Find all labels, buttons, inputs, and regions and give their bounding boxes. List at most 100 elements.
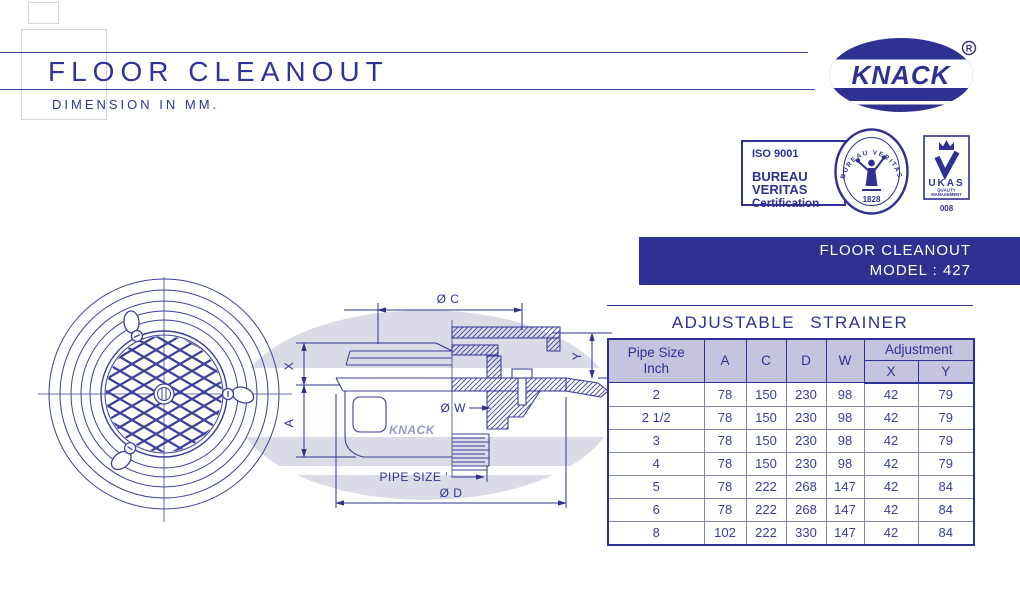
- cell-d: 230: [785, 382, 827, 407]
- dimension-lines: [296, 303, 614, 508]
- cell-c: 222: [745, 520, 787, 545]
- top-view-drawing: [38, 277, 292, 522]
- table-row: 3 78 150 230 98 42 79: [607, 428, 975, 453]
- cell-d: 268: [785, 474, 827, 499]
- seal-year: 1828: [863, 195, 881, 204]
- cell-pipe-size: 5: [607, 474, 705, 499]
- cell-w: 98: [825, 405, 865, 430]
- cell-y: 79: [917, 382, 975, 407]
- deco-square-large: [21, 29, 107, 120]
- clamp-bottom-left: [104, 436, 142, 478]
- cell-a: 78: [703, 382, 747, 407]
- product-banner: FLOOR CLEANOUT MODEL : 427: [639, 237, 1020, 285]
- cell-w: 147: [825, 520, 865, 545]
- pipe-size-label: PIPE SIZE ': [380, 470, 448, 484]
- cell-x: 42: [863, 382, 919, 407]
- cell-pipe-size: 6: [607, 497, 705, 522]
- dimension-labels: Ø C Y Ø W PIPE SIZE ' Ø D X A: [282, 292, 584, 500]
- cell-y: 79: [917, 405, 975, 430]
- bureau-veritas-label: BUREAU VERITAS: [752, 168, 808, 198]
- cell-c: 222: [745, 497, 787, 522]
- cell-y: 84: [917, 497, 975, 522]
- dim-d-label: Ø D: [440, 486, 463, 500]
- col-header-adjustment: Adjustment: [863, 338, 975, 362]
- cell-y: 79: [917, 451, 975, 476]
- cell-c: 222: [745, 474, 787, 499]
- cell-d: 330: [785, 520, 827, 545]
- cell-d: 268: [785, 497, 827, 522]
- cell-c: 150: [745, 451, 787, 476]
- cell-c: 150: [745, 405, 787, 430]
- clamp-right: [221, 383, 257, 407]
- iso-certification-box: ISO 9001 BUREAU VERITAS Certification: [741, 140, 846, 210]
- col-header-c: C: [745, 338, 787, 383]
- page-title: FLOOR CLEANOUT: [48, 56, 389, 87]
- strainer-mesh: [106, 336, 222, 452]
- table-row: 5 78 222 268 147 42 84: [607, 474, 975, 499]
- cell-a: 78: [703, 405, 747, 430]
- cell-x: 42: [863, 451, 919, 476]
- deco-square-small: [28, 2, 59, 24]
- col-header-a: A: [703, 338, 747, 383]
- dim-c-label: Ø C: [437, 292, 460, 306]
- cell-y: 84: [917, 520, 975, 545]
- clamp-top-left: [115, 305, 151, 346]
- col-header-x: X: [863, 360, 919, 384]
- cell-x: 42: [863, 474, 919, 499]
- cell-w: 98: [825, 382, 865, 407]
- knack-logo-text: KNACK: [852, 60, 952, 90]
- registered-mark: R: [966, 44, 973, 54]
- cell-w: 98: [825, 428, 865, 453]
- table-row: 6 78 222 268 147 42 84: [607, 497, 975, 522]
- cell-y: 79: [917, 428, 975, 453]
- cell-pipe-size: 4: [607, 451, 705, 476]
- cell-pipe-size: 8: [607, 520, 705, 545]
- cell-w: 147: [825, 474, 865, 499]
- bureau-veritas-seal: BUREAU VERITAS 1828: [834, 128, 909, 215]
- table-top-rule: [607, 305, 973, 306]
- cell-w: 147: [825, 497, 865, 522]
- header-rule-top: [0, 52, 808, 53]
- dim-x-label: X: [282, 362, 296, 371]
- ukas-label: UKAS: [928, 178, 964, 189]
- table-row: 2 1/2 78 150 230 98 42 79: [607, 405, 975, 430]
- cell-a: 102: [703, 520, 747, 545]
- crown-icon: [939, 140, 954, 150]
- dim-a-label: A: [282, 419, 296, 428]
- cell-a: 78: [703, 474, 747, 499]
- strainer-spec-table: Pipe Size Inch A C D W Adjustment X Y 2: [607, 338, 976, 546]
- ukas-quality-label: QUALITY: [937, 188, 956, 193]
- table-row: 8 102 222 330 147 42 84: [607, 520, 975, 545]
- knack-watermark: KNACK: [235, 310, 615, 500]
- iso-9001-label: ISO 9001: [752, 148, 799, 160]
- cell-w: 98: [825, 451, 865, 476]
- cell-pipe-size: 3: [607, 428, 705, 453]
- watermark-text: KNACK: [389, 423, 436, 437]
- cell-c: 150: [745, 428, 787, 453]
- check-icon: [934, 150, 960, 181]
- cell-d: 230: [785, 405, 827, 430]
- ukas-management-label: MANAGEMENT: [931, 192, 962, 197]
- section-view-drawing: [335, 320, 609, 476]
- col-header-y: Y: [917, 360, 975, 384]
- col-header-w: W: [825, 338, 865, 383]
- cell-x: 42: [863, 520, 919, 545]
- pipe-threads: [452, 433, 490, 471]
- ukas-number: 008: [940, 204, 954, 213]
- cell-a: 78: [703, 497, 747, 522]
- header-rule-bottom: [0, 89, 815, 90]
- cell-a: 78: [703, 428, 747, 453]
- banner-product-name: FLOOR CLEANOUT: [819, 242, 971, 259]
- seal-figure-icon: [855, 155, 887, 191]
- cell-pipe-size: 2: [607, 382, 705, 407]
- cell-x: 42: [863, 497, 919, 522]
- pipe-size-line2: Inch: [643, 361, 670, 376]
- col-header-d: D: [785, 338, 827, 383]
- ukas-mark: UKAS QUALITY MANAGEMENT 008: [923, 135, 970, 213]
- table-title: ADJUSTABLE STRAINER: [671, 313, 909, 332]
- certification-label: Certification: [752, 197, 820, 210]
- banner-model-number: MODEL : 427: [869, 261, 971, 279]
- cell-y: 84: [917, 474, 975, 499]
- spec-table-section: ADJUSTABLE STRAINER Pipe Size Inch A C D…: [607, 296, 976, 546]
